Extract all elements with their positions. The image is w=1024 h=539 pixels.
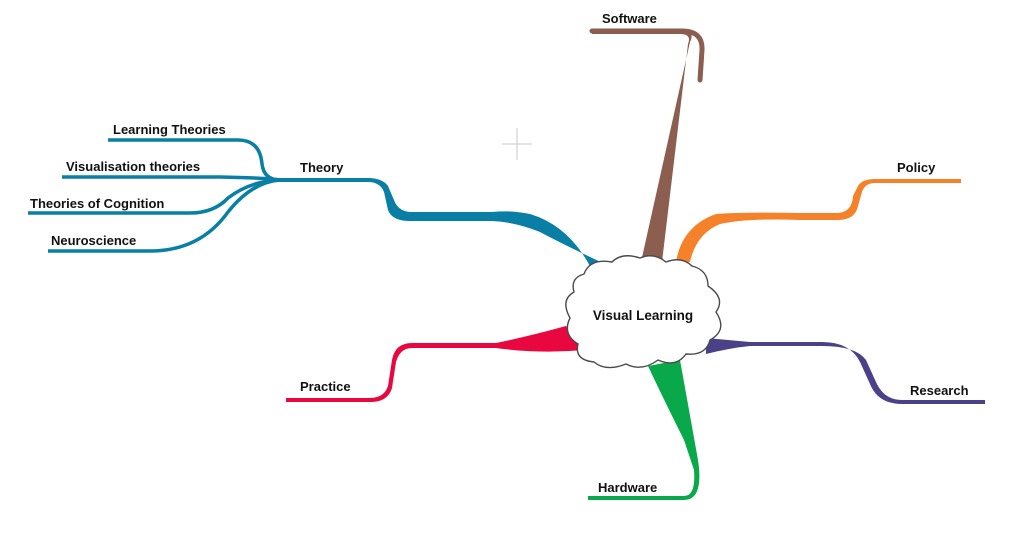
crosshair-cursor-icon <box>502 128 532 160</box>
theory-sub-branches <box>28 138 281 253</box>
branch-research[interactable]: Research <box>706 338 985 404</box>
node-neuroscience-label[interactable]: Neuroscience <box>51 233 136 248</box>
connector-neuroscience <box>48 178 281 253</box>
node-hardware-label[interactable]: Hardware <box>598 480 657 495</box>
branch-software-stem <box>592 30 692 262</box>
node-theory-label[interactable]: Theory <box>300 160 344 175</box>
connector-theories-of-cognition <box>28 178 281 215</box>
node-software-label[interactable]: Software <box>602 11 657 26</box>
node-visualisation-theories-label[interactable]: Visualisation theories <box>66 159 200 174</box>
branch-policy-stem <box>676 179 961 262</box>
branch-theory-stem <box>280 178 618 270</box>
node-policy-label[interactable]: Policy <box>897 160 936 175</box>
branch-practice-stem <box>286 326 584 402</box>
branch-hardware[interactable]: Hardware <box>588 360 700 500</box>
connector-visualisation-theories <box>62 175 281 182</box>
node-theories-of-cognition-label[interactable]: Theories of Cognition <box>30 196 164 211</box>
central-node[interactable]: Visual Learning <box>565 255 722 369</box>
node-learning-theories-label[interactable]: Learning Theories <box>113 122 226 137</box>
branch-policy[interactable]: Policy <box>676 160 961 262</box>
branch-software-underline <box>589 28 705 83</box>
branch-hardware-stem <box>588 360 700 500</box>
branch-software[interactable]: Software <box>589 11 705 262</box>
central-node-label[interactable]: Visual Learning <box>593 308 693 323</box>
central-cloud-shape <box>565 255 722 369</box>
node-research-label[interactable]: Research <box>910 383 969 398</box>
branch-theory[interactable]: Theory Learning Theories Visualisation t… <box>28 122 618 270</box>
branch-research-stem <box>706 338 985 404</box>
node-practice-label[interactable]: Practice <box>300 379 351 394</box>
branch-practice[interactable]: Practice <box>286 326 584 402</box>
